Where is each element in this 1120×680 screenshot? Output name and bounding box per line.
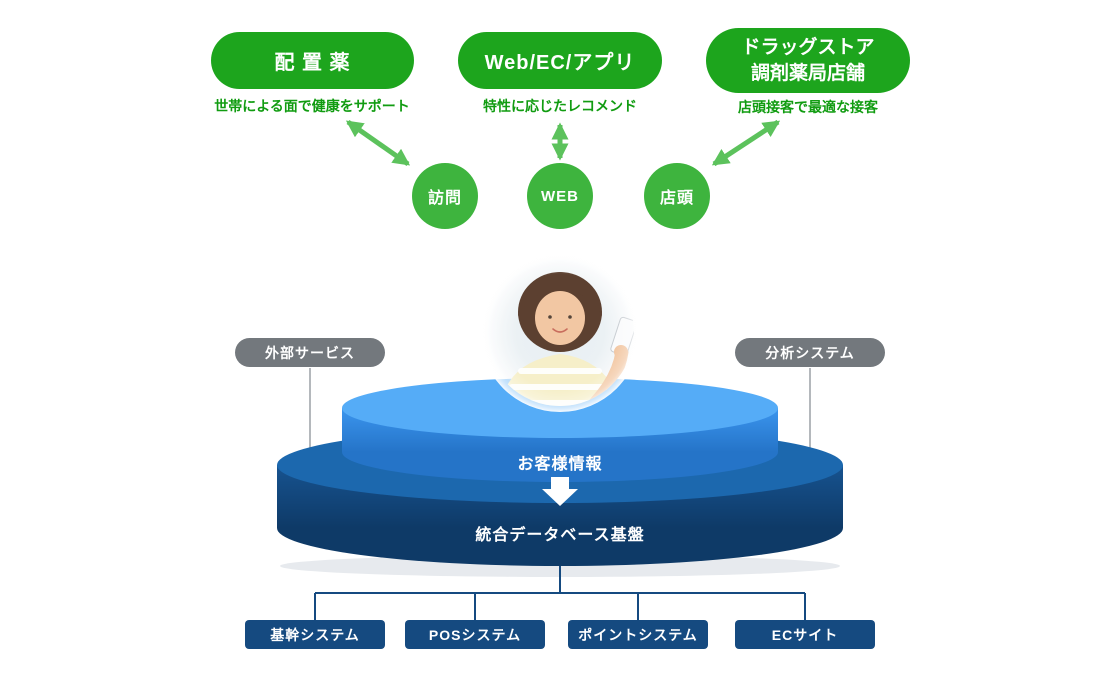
system-box-core: 基幹システム [245,620,385,649]
touchpoint-circle-store: 店頭 [644,163,710,229]
channel-pill-label: 配 置 薬 [274,52,351,74]
analysis-system-label: 分析システム [735,338,885,367]
channel-pill-label: Web/EC/アプリ [484,52,636,74]
channel-pill-web-ec-app: Web/EC/アプリ [458,32,662,89]
channel-subtitle-drugstore: 店頭接客で最適な接客 [738,99,878,115]
top-cylinder [342,378,778,482]
channel-touchpoint-arrows [345,119,781,167]
channel-pill-drugstore: ドラッグストア 調剤薬局店舗 [706,28,910,93]
down-arrow-icon [542,477,578,506]
touchpoint-circle-visit: 訪問 [412,163,478,229]
system-connector-lines [314,566,806,621]
system-box-pos: POSシステム [405,620,545,649]
channel-pill-placement-drugs: 配 置 薬 [211,32,414,89]
system-box-point: ポイントシステム [568,620,708,649]
external-service-label: 外部サービス [235,338,385,367]
channel-subtitle-web: 特性に応じたレコメンド [483,98,637,114]
channel-subtitle-placement: 世帯による面で健康をサポート [214,98,410,114]
touchpoint-circle-web: WEB [527,163,593,229]
side-label-connectors [309,368,811,450]
customer-photo [480,252,640,412]
channel-pill-label-line1: ドラッグストア [741,36,875,58]
arrow-drugstore-store [711,119,781,167]
channel-pill-label-line2: 調剤薬局店舗 [750,62,865,84]
system-box-ec: ECサイト [735,620,875,649]
arrow-placement-visit [345,119,411,167]
database-label: 統合データベース基盤 [475,527,645,544]
customer-info-label: お客様情報 [517,456,603,473]
